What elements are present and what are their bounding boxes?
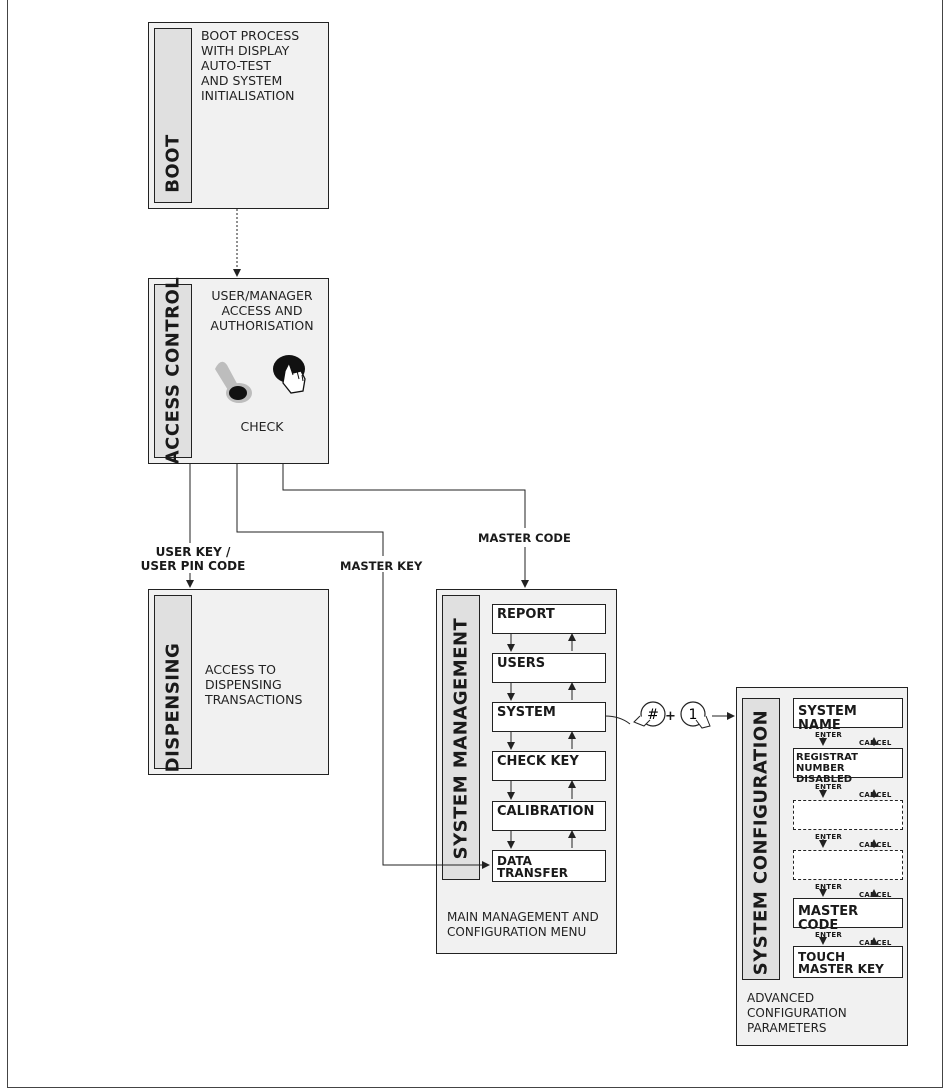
key-reader-icon: [215, 361, 252, 403]
enter-label: ENTER: [815, 931, 843, 939]
boot-panel: BOOT BOOT PROCESS WITH DISPLAY AUTO-TEST…: [148, 22, 329, 209]
management-description: MAIN MANAGEMENT AND CONFIGURATION MENU: [447, 910, 599, 939]
menu-item-users[interactable]: USERS: [492, 653, 606, 683]
config-item-empty-1[interactable]: [793, 800, 903, 830]
config-item-master-code[interactable]: MASTER CODE: [793, 898, 903, 933]
key-and-touch-icon: [215, 355, 306, 403]
one-key-icon: 1: [680, 701, 711, 729]
hash-key-icon: #: [633, 701, 666, 727]
enter-label: ENTER: [815, 783, 843, 791]
master-key-line: [236, 464, 384, 556]
system-to-keypad-line: [604, 715, 631, 725]
menu-item-data-transfer[interactable]: DATA TRANSFER: [492, 850, 606, 882]
access-control-panel: ACCESS CONTROL USER/MANAGER ACCESS AND A…: [148, 277, 329, 464]
master-code-line: [282, 464, 526, 528]
access-control-side-tab: ACCESS CONTROL: [154, 277, 192, 464]
enter-label: ENTER: [815, 883, 843, 891]
plus-sign: +: [665, 709, 676, 724]
touch-button-icon: [273, 355, 306, 394]
boot-side-tab: BOOT: [154, 28, 192, 203]
dispensing-side-tab: DISPENSING: [154, 595, 192, 772]
configuration-arrows: [819, 737, 878, 945]
system-configuration-panel: SYSTEM CONFIGURATION SYSTEM NAME REGISTR…: [736, 687, 908, 1046]
system-management-panel: SYSTEM MANAGEMENT REPORT USERS SYSTEM CH…: [436, 589, 617, 954]
check-label: CHECK: [240, 419, 284, 434]
enter-label: ENTER: [815, 731, 843, 739]
access-description: USER/MANAGER ACCESS AND AUTHORISATION: [210, 288, 314, 333]
configuration-description: ADVANCED CONFIGURATION PARAMETERS: [747, 991, 847, 1035]
user-key-label: USER KEY / USER PIN CODE: [140, 545, 246, 573]
system-configuration-side-tab: SYSTEM CONFIGURATION: [742, 698, 780, 980]
system-management-side-tab: SYSTEM MANAGEMENT: [442, 595, 480, 880]
management-menu-arrows: [507, 633, 576, 849]
svg-text:1: 1: [689, 707, 698, 723]
config-item-system-name[interactable]: SYSTEM NAME: [793, 698, 903, 733]
config-item-registrat-number[interactable]: REGISTRAT NUMBER DISABLED: [793, 748, 903, 785]
master-key-label: MASTER KEY: [340, 559, 423, 573]
config-item-touch-master-key[interactable]: TOUCH MASTER KEY: [793, 946, 903, 978]
menu-item-report[interactable]: REPORT: [492, 604, 606, 634]
enter-label: ENTER: [815, 833, 843, 841]
dispensing-panel: DISPENSING ACCESS TO DISPENSING TRANSACT…: [148, 589, 329, 775]
config-item-empty-2[interactable]: [793, 850, 903, 880]
master-code-label: MASTER CODE: [478, 531, 571, 545]
svg-text:#: #: [647, 707, 659, 723]
keypad-hint: # 1: [633, 701, 711, 729]
dispensing-description: ACCESS TO DISPENSING TRANSACTIONS: [205, 662, 303, 707]
menu-item-system[interactable]: SYSTEM: [492, 702, 606, 732]
menu-item-calibration[interactable]: CALIBRATION: [492, 801, 606, 831]
boot-description: BOOT PROCESS WITH DISPLAY AUTO-TEST AND …: [201, 28, 300, 103]
master-key-arrow: [382, 572, 490, 869]
menu-item-check-key[interactable]: CHECK KEY: [492, 751, 606, 781]
